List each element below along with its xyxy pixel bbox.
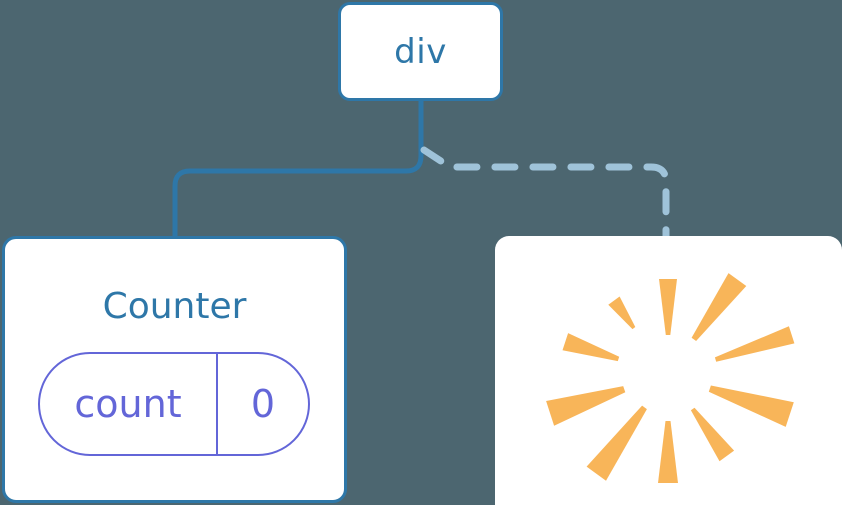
sparkle-ray-8 <box>562 333 620 362</box>
sparkle-ray-4 <box>690 407 735 462</box>
state-value: 0 <box>250 382 276 426</box>
sparkle-ray-2 <box>714 326 795 362</box>
sparkle-ray-1 <box>691 273 747 341</box>
sparkle-ray-7 <box>546 386 626 426</box>
sparkle-ray-9 <box>608 296 636 330</box>
sparkle-ray-6 <box>586 405 647 481</box>
state-pill-count[interactable]: count 0 <box>38 352 310 456</box>
node-div[interactable]: div <box>338 2 503 101</box>
node-div-label: div <box>394 31 447 72</box>
sparkle-ray-5 <box>658 421 678 483</box>
edge-div-to-counter <box>172 98 424 241</box>
node-counter-label: Counter <box>102 286 247 327</box>
edge-div-to-sparkle <box>420 146 670 242</box>
sparkle-ray-group <box>546 273 795 483</box>
sparkle-ray-0 <box>659 279 677 335</box>
state-key: count <box>40 354 218 454</box>
node-sparkle-burst[interactable] <box>495 236 842 505</box>
sparkle-ray-3 <box>708 385 794 427</box>
sparkle-burst-icon <box>546 273 795 483</box>
